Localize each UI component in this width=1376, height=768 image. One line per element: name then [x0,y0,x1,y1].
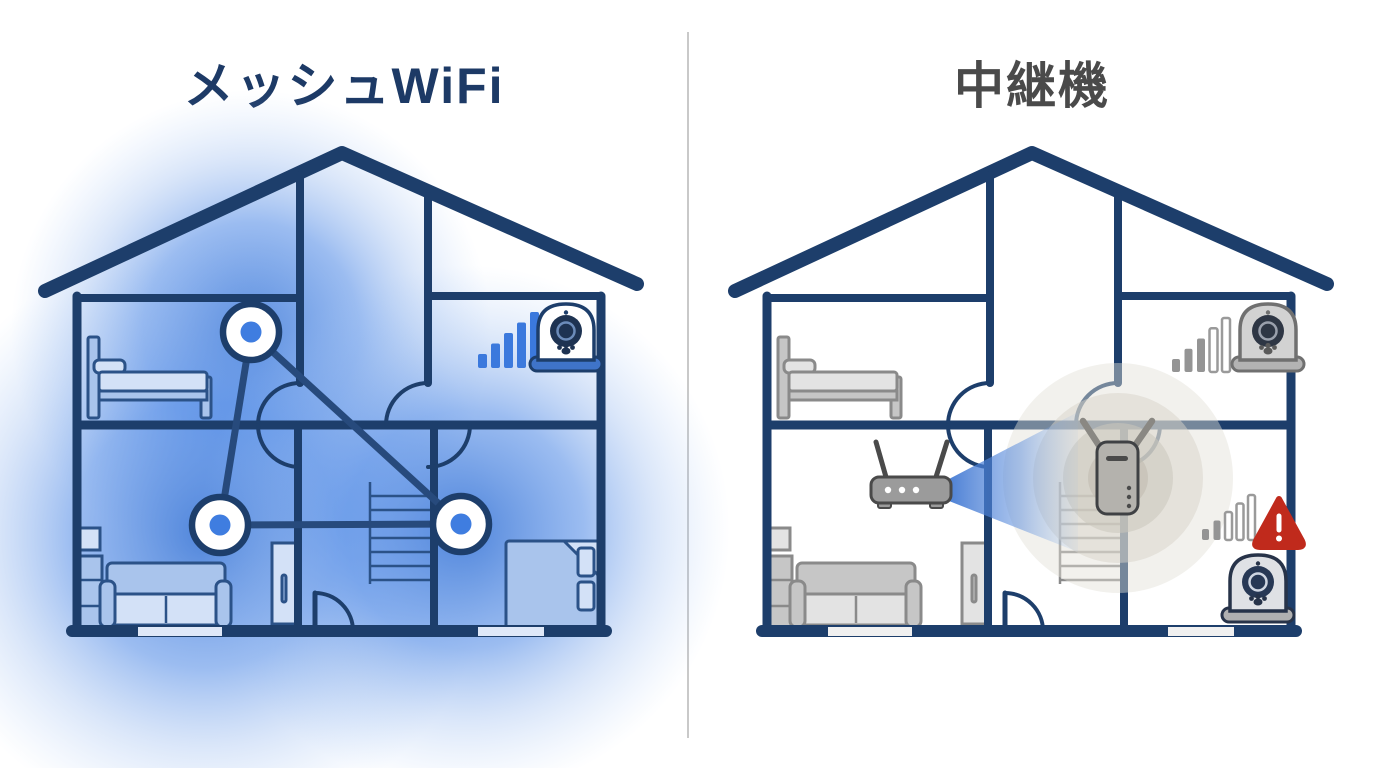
router-signal-beam [949,412,1078,552]
warning-icon [1252,496,1306,550]
signal-bar [491,343,500,368]
pet-camera-downstairs [1222,555,1294,622]
signal-bar [1235,502,1245,542]
wifi-router [869,439,953,509]
repeater-antennas [1079,417,1156,451]
signal-bar [1220,316,1232,374]
signal-bar [504,333,513,368]
doorway-threshold [1168,627,1234,636]
signal-bar [478,354,487,368]
mesh-node-3 [429,492,493,556]
doorway-threshold [138,627,222,636]
bed-plan-view [504,539,602,630]
right-panel-title: 中継機 [954,58,1110,114]
signal-bar [1172,359,1180,372]
doorway-threshold [828,627,912,636]
panel-divider [687,32,689,738]
mesh-node-1 [219,300,283,364]
mesh-link-lines [216,329,464,529]
signal-bars-weak-icon [1202,493,1257,542]
signal-bar [1246,493,1257,542]
router-antennas [873,439,950,480]
mesh-wifi-house [0,90,730,768]
signal-bar [1208,327,1219,374]
signal-bar [1197,338,1205,372]
signal-bar [1223,510,1234,542]
mesh-node-2 [188,493,252,557]
signal-bar [517,322,526,368]
signal-bars-strong-icon [478,312,539,368]
pet-camera-upstairs [1232,304,1304,371]
signal-bar [1202,529,1209,540]
signal-bar [1184,348,1193,372]
signal-bar [1213,520,1221,540]
signal-bars-medium-icon [1172,316,1232,374]
pet-camera-left [530,304,602,371]
repeater-house [735,153,1327,636]
wifi-repeater [1079,417,1156,516]
doorway-threshold [478,627,544,636]
